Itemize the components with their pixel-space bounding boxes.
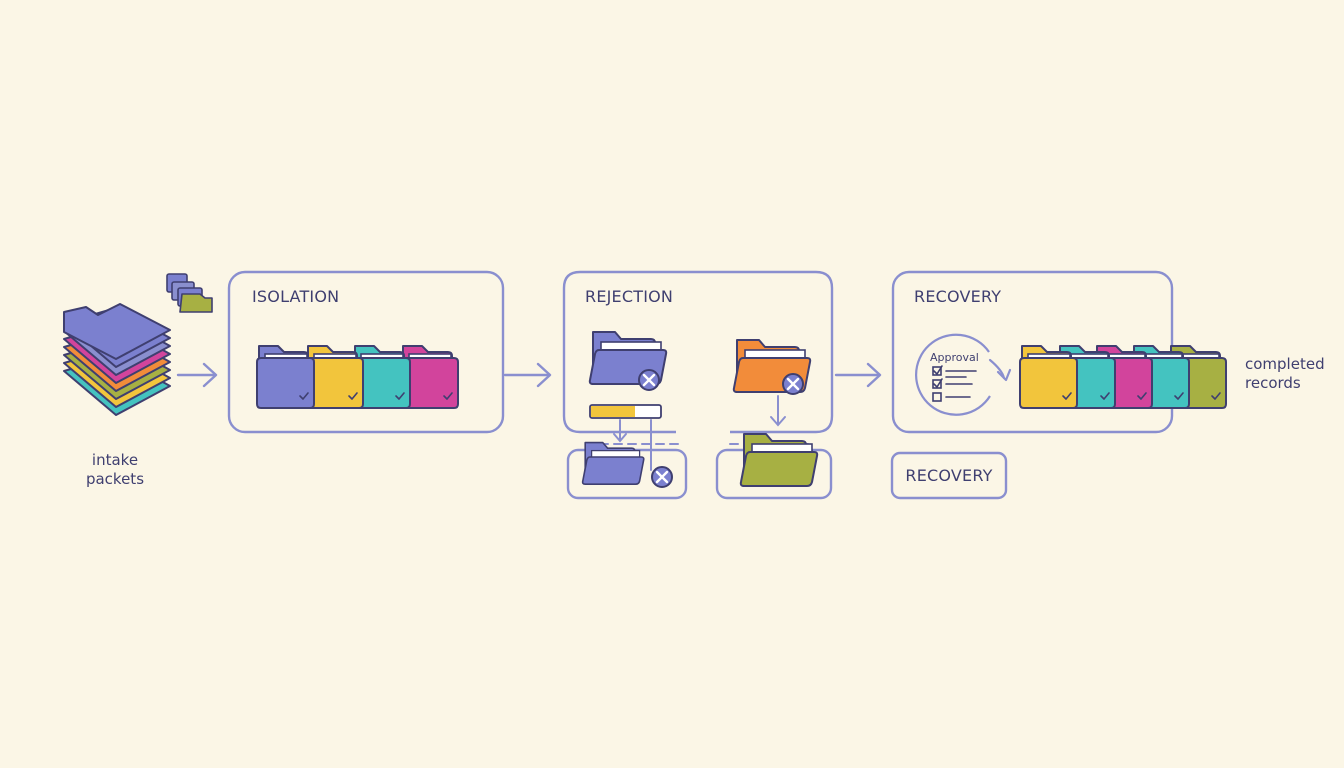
recovery-sub-box bbox=[890, 451, 1008, 500]
recovery-title: RECOVERY bbox=[914, 287, 1002, 306]
isolation-title: ISOLATION bbox=[252, 287, 340, 306]
arrow-rejection-to-recovery bbox=[834, 362, 882, 388]
recovery-sub-title: RECOVERY bbox=[905, 466, 993, 485]
approval-label: Approval bbox=[930, 351, 979, 364]
intake-label-line1: intake bbox=[91, 451, 139, 469]
output-label-line2: records bbox=[1245, 374, 1301, 392]
intake-stack-icon bbox=[63, 303, 171, 416]
intake-label-line2: packets bbox=[85, 470, 145, 488]
isolation-panel bbox=[227, 270, 505, 434]
isolation-folder-purple bbox=[256, 345, 315, 409]
recovery-folder-yellow bbox=[1019, 345, 1078, 409]
reject-x-icon-2 bbox=[781, 372, 805, 396]
rejection-progress-bar bbox=[589, 404, 662, 419]
isolation-folders bbox=[256, 345, 459, 409]
recovery-folders bbox=[1019, 345, 1227, 409]
checklist-icon bbox=[932, 365, 977, 402]
sub-reject-x-icon bbox=[650, 465, 674, 489]
output-label-line1: completed bbox=[1245, 355, 1325, 373]
arrow-isolation-to-rejection bbox=[503, 362, 552, 388]
sub-folder-olive bbox=[739, 433, 819, 487]
sub-folder-purple bbox=[581, 441, 645, 486]
rejection-panel bbox=[562, 270, 834, 434]
mini-folders-icon bbox=[166, 273, 213, 313]
reject-x-icon bbox=[637, 368, 661, 392]
approval-icon bbox=[915, 333, 1012, 416]
arrow-intake-to-isolation bbox=[176, 362, 218, 388]
rejection-title: REJECTION bbox=[585, 287, 674, 306]
